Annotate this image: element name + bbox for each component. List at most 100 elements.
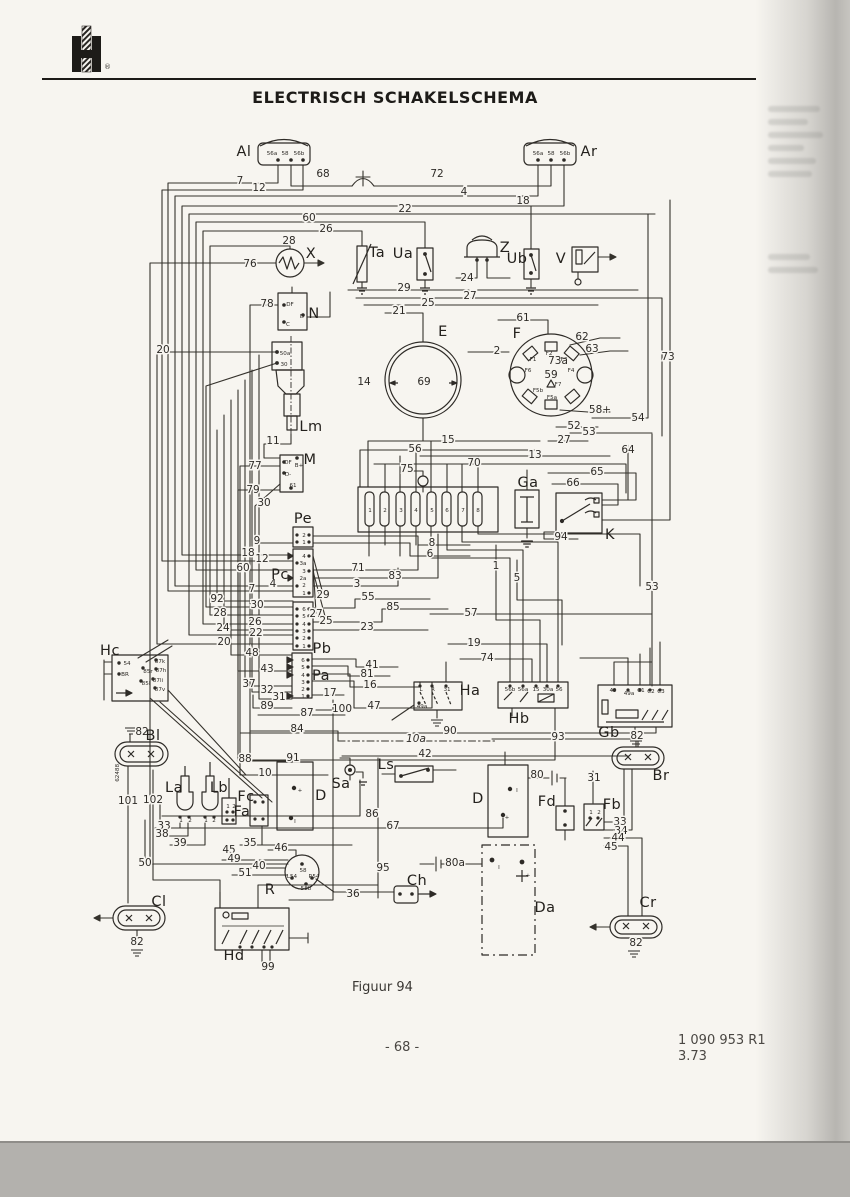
wire-number-label: 23: [360, 621, 373, 633]
wire-number-label: 29: [397, 282, 410, 294]
wire-number-label: 71: [351, 562, 364, 574]
wire-number-label: 6: [427, 548, 434, 560]
edition-line: 3.73: [678, 1049, 707, 1064]
wire-number-label: 14: [357, 376, 371, 388]
component-label: V: [556, 251, 566, 267]
terminal-label: 1: [302, 644, 306, 650]
component-label: Hc: [100, 643, 120, 659]
wire-number-label: 17: [323, 687, 336, 699]
component-label: Lb: [210, 780, 228, 796]
terminal-label: F4: [568, 368, 575, 374]
wire-number-label: 22: [398, 203, 411, 215]
rotary-switch-f: [508, 333, 594, 417]
wire-number-label: 44: [611, 832, 625, 844]
wire-number-label: 31: [272, 691, 285, 703]
terminal-label: F5b: [533, 388, 544, 394]
component-label: Ar: [581, 144, 598, 160]
wire-number-label: 21: [392, 305, 405, 317]
terminal-label: 30: [280, 362, 288, 368]
wire-number-label: 16: [363, 679, 377, 691]
wire-number-label: 40: [252, 860, 265, 872]
wire-number-label: 12: [255, 553, 268, 565]
wire-number-label: 41: [365, 659, 378, 671]
lamp-br: [611, 746, 665, 770]
terminal-label: 4: [302, 622, 306, 628]
terminal-label: 62488.: [115, 762, 121, 782]
page-bottom-edge: [0, 1141, 850, 1143]
gauge-e: [384, 341, 462, 419]
component-label: Sa: [331, 776, 350, 792]
terminal-label: 5: [301, 665, 305, 671]
wire-number-label: 82: [630, 730, 643, 742]
wire-number-label: 45: [222, 844, 235, 856]
terminal-label: 1: [302, 540, 306, 546]
doc-number-line: 1 090 953 R1: [678, 1033, 766, 1048]
terminal-label: 58b: [301, 886, 312, 892]
wire-number-label: 60: [302, 212, 315, 224]
wire-number-label: 43: [260, 663, 273, 675]
terminal-label: 6: [301, 658, 305, 664]
switch-hb: [497, 681, 569, 709]
terminal-label: F5a: [547, 395, 557, 401]
wire-number-label: 25: [319, 615, 332, 627]
component-label: D: [315, 788, 327, 804]
wire-number-label: 26: [319, 223, 333, 235]
component-label: Ls: [378, 757, 395, 773]
connector-fd: [555, 805, 575, 831]
component-label: Hd: [223, 948, 244, 964]
switch-ls: [394, 765, 434, 783]
wire-number-label: 59: [544, 369, 557, 381]
component-label: Fc: [237, 789, 254, 805]
flasher-x: [275, 248, 305, 278]
ih-logo: [72, 25, 101, 73]
terminal-label: 56b: [294, 151, 305, 157]
wire-number-label: 1: [493, 560, 500, 572]
terminal-label: 6: [445, 508, 449, 514]
terminal-label: 2: [232, 804, 236, 810]
terminal-label: D-: [285, 472, 291, 478]
terminal-label: 3: [302, 569, 306, 575]
terminal-label: 1: [179, 818, 183, 824]
terminal-label: B+: [295, 463, 304, 469]
wire-number-label: 38: [155, 828, 168, 840]
wire-number-label: 55: [361, 591, 374, 603]
terminal-label: 49a: [624, 691, 635, 697]
terminal-label: +: [526, 873, 531, 879]
component-label: La: [165, 780, 183, 796]
connector-ch: [393, 885, 437, 904]
resistor-ta: [352, 243, 372, 295]
wire-number-label: 28: [282, 235, 295, 247]
component-label: Ga: [517, 475, 538, 491]
wire-number-label: 27: [557, 434, 570, 446]
wire-number-label: 7: [249, 583, 256, 595]
wire-number-label: 31: [587, 772, 600, 784]
component-label: E: [438, 324, 448, 340]
component-label: F: [513, 326, 522, 342]
wire-number-label: 27: [463, 290, 476, 302]
terminal-label: L: [419, 687, 423, 693]
component-label: N: [308, 306, 319, 322]
switch-ub: [523, 248, 540, 295]
terminal-label: 50a: [280, 351, 291, 357]
wire-number-label: 92: [210, 593, 223, 605]
wire-number-label: 49: [227, 853, 240, 865]
terminal-label: 5: [430, 508, 434, 514]
terminal-label: 5: [302, 614, 306, 620]
component-label: Ch: [407, 873, 427, 889]
terminal-label: 56a: [533, 151, 544, 157]
component-label: Ha: [460, 683, 481, 699]
terminal-label: C1: [637, 688, 645, 694]
wire-number-label: 26: [248, 616, 262, 628]
wire-number-label: 56: [408, 443, 422, 455]
component-label: D: [472, 791, 484, 807]
terminal-label: C2: [647, 689, 654, 695]
wire-number-label: 30: [257, 497, 270, 509]
terminal-label: I: [516, 788, 518, 794]
wire-number-label: 79: [246, 484, 259, 496]
wire-number-label: 33: [613, 816, 626, 828]
wire-number-label: 24: [460, 272, 474, 284]
terminal-label: 56a: [518, 687, 529, 693]
wire-number-label: 52: [567, 420, 580, 432]
